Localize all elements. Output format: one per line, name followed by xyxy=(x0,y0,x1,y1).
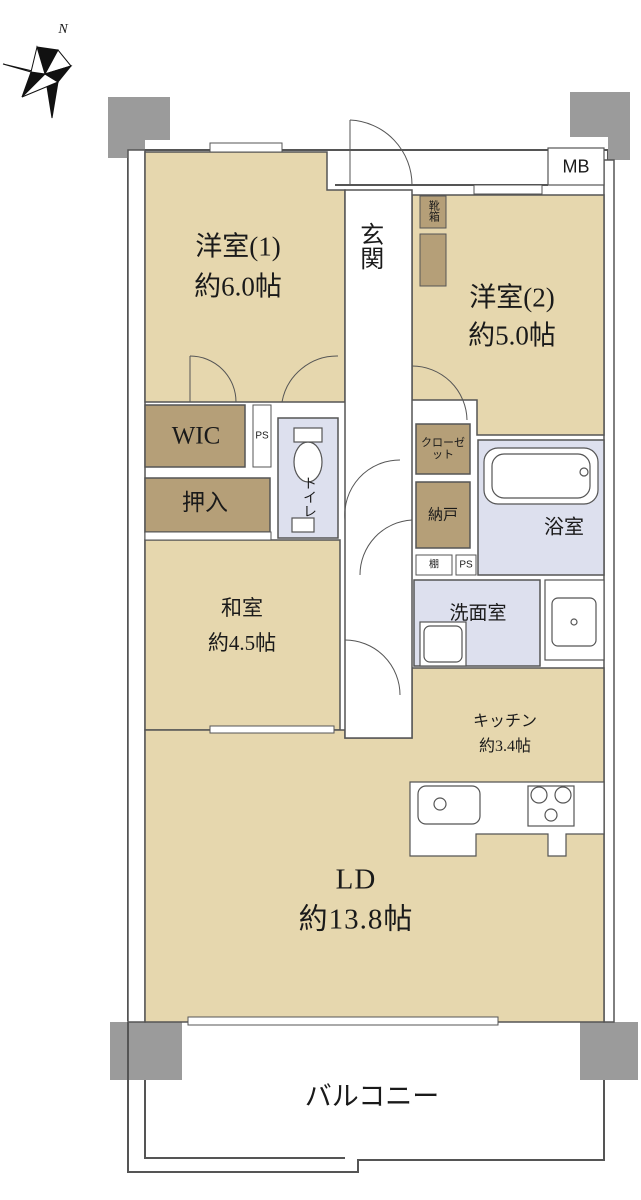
balcony-outline xyxy=(127,1022,605,1173)
oshiire-label: 押入 xyxy=(182,489,228,515)
toilet-label: トイレ xyxy=(301,476,317,518)
washroom-label: 洗面室 xyxy=(449,603,507,625)
kitchen-name: キッチン xyxy=(472,712,538,730)
shoebox-label: 靴箱 xyxy=(427,200,440,222)
balcony-label: バルコニー xyxy=(304,1081,440,1112)
compass-rose-icon xyxy=(2,45,73,119)
shelf-label: 棚 xyxy=(429,559,439,571)
fixtures xyxy=(291,427,605,857)
door-swings xyxy=(189,119,468,696)
japanese-room-size: 約4.5帖 xyxy=(207,630,277,655)
kitchen-size: 約3.4帖 xyxy=(478,737,532,755)
compass-north-label: N xyxy=(58,21,68,37)
closet-label: クローゼット xyxy=(421,436,465,461)
ld-size: 約13.8帖 xyxy=(298,903,414,936)
windows xyxy=(144,142,543,1026)
western-room-1-name: 洋室(1) xyxy=(195,231,281,262)
entrance-label: 玄関 xyxy=(355,222,382,270)
room-fills xyxy=(144,147,605,1023)
mb-label: MB xyxy=(562,156,590,177)
western-room-2-size: 約5.0帖 xyxy=(468,320,556,351)
wic-label: WIC xyxy=(171,422,221,450)
bath-label: 浴室 xyxy=(544,516,584,539)
western-room-1-size: 約6.0帖 xyxy=(194,271,282,302)
western-room-2-name: 洋室(2) xyxy=(469,282,555,313)
nando-label: 納戸 xyxy=(427,507,459,524)
japanese-room-name: 和室 xyxy=(221,595,263,620)
ps-label-hall: PS xyxy=(459,559,473,571)
ld-name: LD xyxy=(335,863,377,896)
ps-label-wic: PS xyxy=(255,430,269,442)
